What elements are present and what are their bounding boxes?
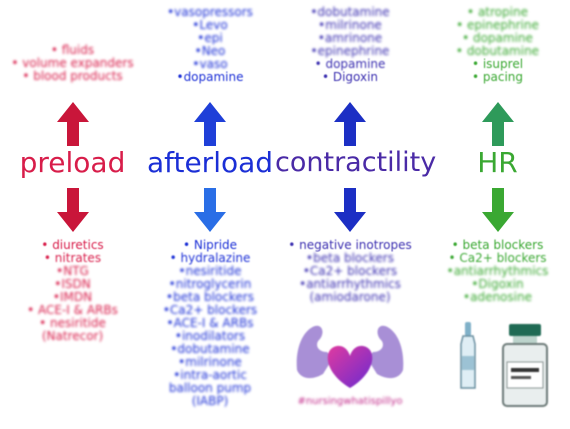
list-item: (IABP)	[191, 394, 229, 408]
ampule-icon	[460, 322, 476, 389]
list-item: • dobutamine	[455, 44, 540, 58]
up-arrow-icon	[481, 102, 514, 146]
list-item: • ACE-I & ARBs	[27, 303, 118, 317]
afterload-title: afterload	[146, 146, 274, 179]
list-item: •milrinone	[318, 18, 382, 32]
list-item: • Ca2+ blockers	[448, 251, 547, 265]
list-item: •nitroglycerin	[168, 277, 252, 291]
list-item: • pacing	[471, 70, 524, 84]
list-item: •dopamine	[176, 70, 244, 84]
contractility-title: contractility	[275, 147, 437, 178]
list-item: •IMDN	[52, 290, 93, 304]
down-arrow-icon	[334, 188, 366, 232]
list-item: •epinephrine	[310, 44, 390, 58]
down-arrow-icon	[194, 188, 226, 232]
list-item: •beta blockers	[306, 251, 394, 265]
list-item: •antiarrhythmics	[446, 264, 549, 278]
preload-decrease-list: • diuretics • nitrates •NTG •ISDN •IMDN …	[0, 239, 145, 343]
list-item: • Nipride	[182, 238, 238, 252]
contractility-column: •dobutamine •milrinone •amrinone •epinep…	[275, 0, 437, 429]
list-item: • blood products	[22, 69, 123, 83]
list-item: • beta blockers	[451, 238, 544, 252]
list-item: (Natrecor)	[41, 329, 104, 343]
list-item: • dopamine	[314, 57, 386, 71]
hashtag-text: #nursingwhatispillyo	[297, 396, 403, 407]
list-item: •vasopressors	[167, 5, 253, 19]
list-item: •antiarrhythmics	[299, 277, 401, 291]
down-arrow-icon	[481, 188, 514, 232]
list-item: • volume expanders	[11, 56, 134, 70]
list-item: (amiodarone)	[309, 290, 391, 304]
list-item: • dopamine	[462, 31, 533, 45]
preload-title: preload	[19, 146, 126, 179]
contractility-increase-list: •dobutamine •milrinone •amrinone •epinep…	[275, 6, 425, 84]
hr-decrease-list: • beta blockers • Ca2+ blockers •antiarr…	[425, 239, 570, 304]
list-item: • isuprel	[471, 57, 524, 71]
list-item: • atropine	[467, 5, 528, 19]
hr-column: • atropine • epinephrine • dopamine • do…	[425, 0, 570, 429]
list-item: • epinephrine	[456, 18, 539, 32]
hr-title: HR	[477, 146, 518, 179]
contractility-decrease-list: • negative inotropes •beta blockers •Ca2…	[275, 239, 425, 304]
list-item: •Digoxin	[471, 277, 524, 291]
list-item: • nesiritide	[39, 316, 106, 330]
list-item: • Digoxin	[321, 70, 379, 84]
list-item: •inodilators	[174, 329, 246, 343]
list-item: •adenosine	[463, 290, 532, 304]
list-item: • fluids	[50, 43, 95, 57]
muscle-heart-icon	[296, 325, 404, 388]
afterload-increase-list: •vasopressors •Levo •epi •Neo •vaso •dop…	[145, 6, 275, 84]
down-arrow-icon	[56, 188, 89, 232]
list-item: •ACE-I & ARBs	[166, 316, 254, 330]
list-item: • negative inotropes	[288, 238, 412, 252]
list-item: •ISDN	[54, 277, 91, 291]
list-item: •dobutamine	[170, 342, 250, 356]
list-item: •Ca2+ blockers	[302, 264, 398, 278]
list-item: •dobutamine	[310, 5, 390, 19]
list-item: •intra-aortic	[173, 368, 247, 382]
afterload-decrease-list: • Nipride • hydralazine •nesiritide •nit…	[145, 239, 275, 408]
up-arrow-icon	[334, 102, 366, 146]
list-item: •nesiritide	[178, 264, 242, 278]
preload-column: • fluids • volume expanders • blood prod…	[0, 0, 145, 429]
preload-increase-list: • fluids • volume expanders • blood prod…	[0, 44, 145, 83]
list-item: •milrinone	[178, 355, 242, 369]
hr-increase-list: • atropine • epinephrine • dopamine • do…	[425, 6, 570, 84]
afterload-column: •vasopressors •Levo •epi •Neo •vaso •dop…	[145, 0, 275, 429]
list-item: •Ca2+ blockers	[162, 303, 258, 317]
list-item: • hydralazine	[169, 251, 251, 265]
list-item: •Levo	[192, 18, 228, 32]
list-item: •amrinone	[317, 31, 383, 45]
up-arrow-icon	[194, 102, 226, 146]
list-item: • diuretics	[41, 238, 104, 252]
list-item: •NTG	[56, 264, 89, 278]
list-item: balloon pump	[168, 381, 252, 395]
list-item: •beta blockers	[166, 290, 254, 304]
list-item: •Neo	[194, 44, 226, 58]
up-arrow-icon	[56, 102, 89, 146]
list-item: • nitrates	[43, 251, 102, 265]
list-item: •vaso	[192, 57, 228, 71]
list-item: •epi	[197, 31, 223, 45]
medicine-vial-icon	[502, 324, 548, 407]
